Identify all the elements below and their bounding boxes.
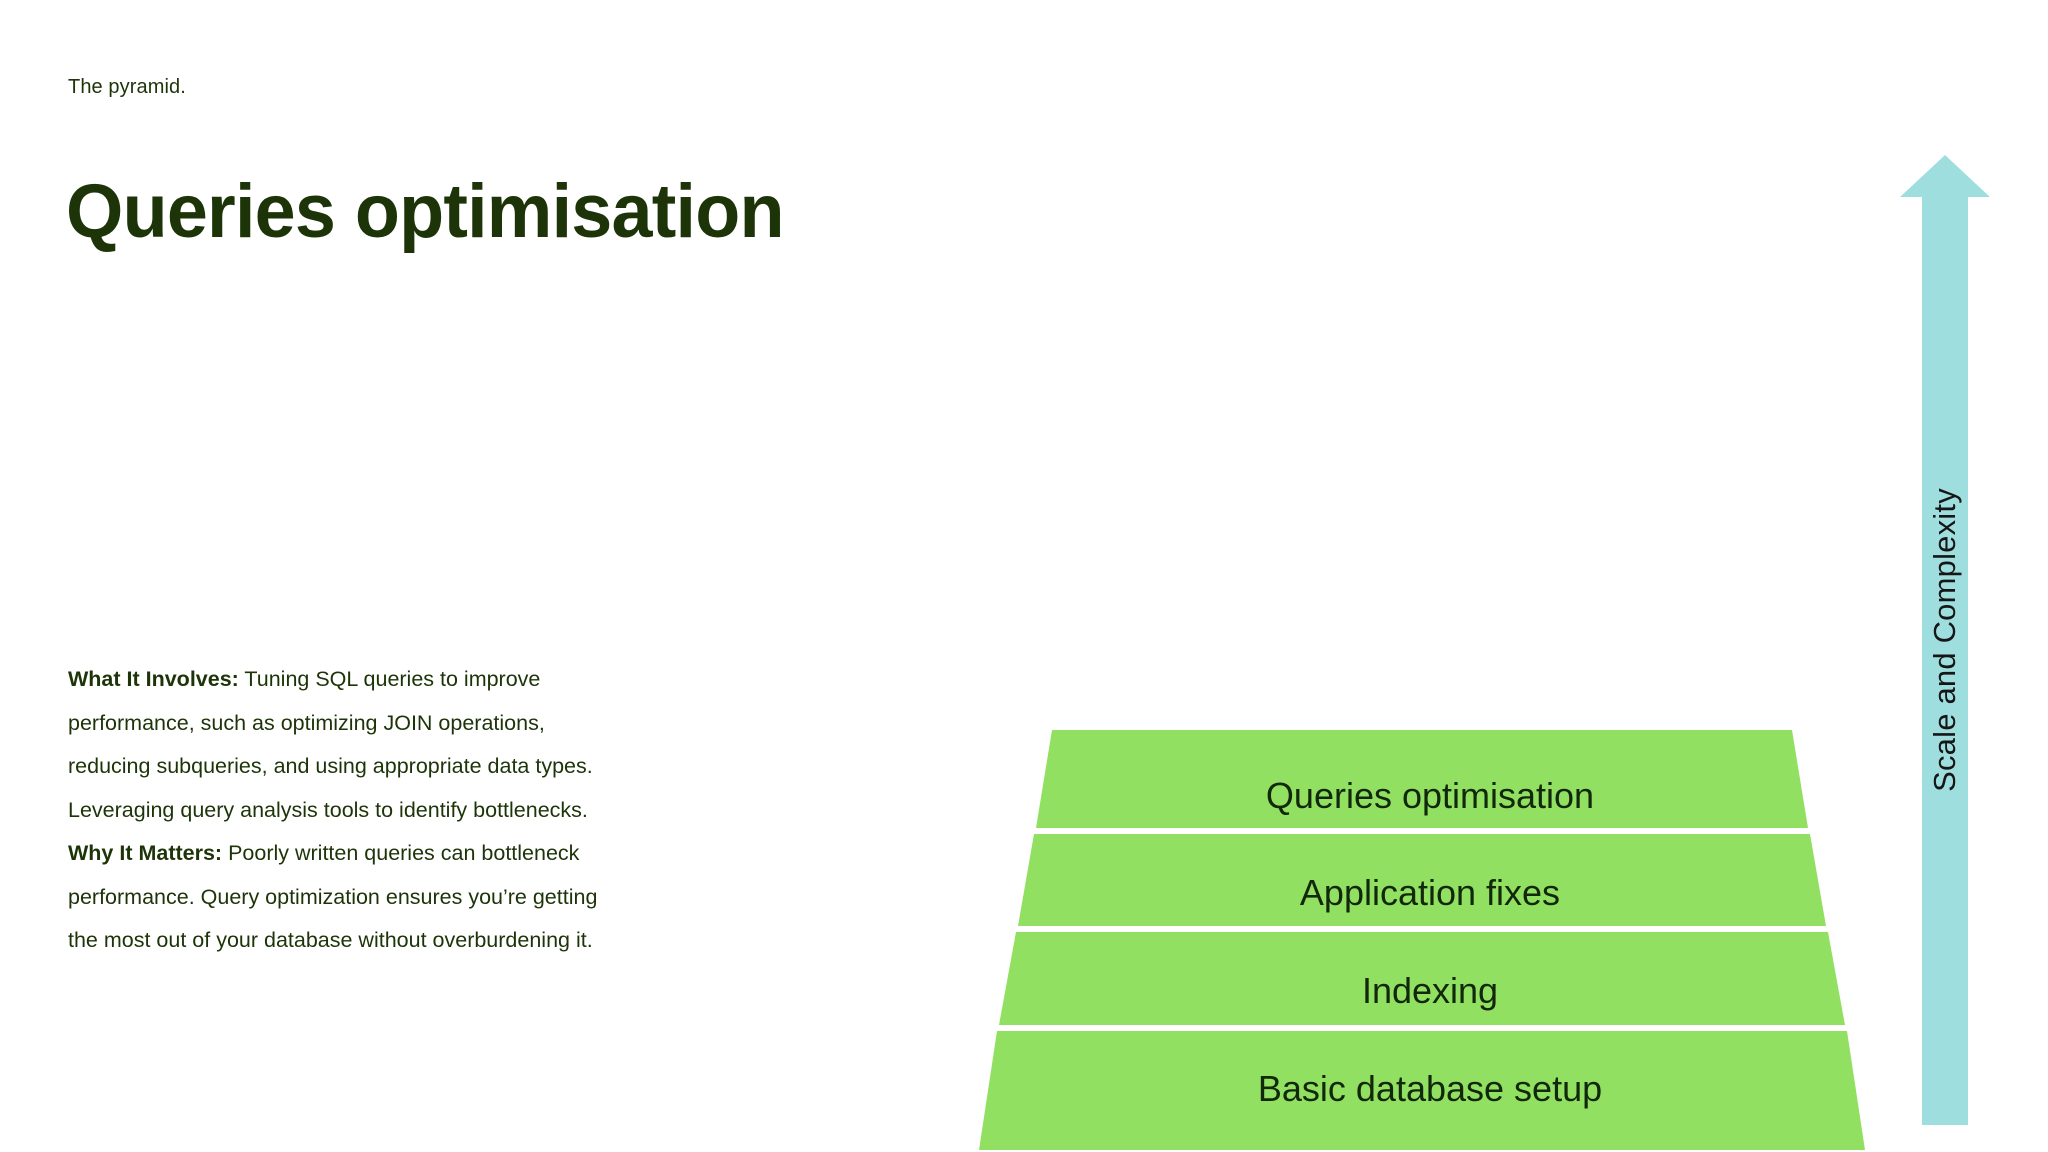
page-title: Queries optimisation	[66, 168, 785, 254]
body-copy: What It Involves: Tuning SQL queries to …	[68, 658, 614, 963]
pyramid-layer-4-shape[interactable]	[979, 1031, 1865, 1150]
pyramid-layer-1-label: Queries optimisation	[1265, 775, 1595, 816]
pyramid-layer-4-label: Basic database setup	[1257, 1068, 1603, 1109]
scale-complexity-arrow: Scale and Complexity	[1890, 145, 2000, 1135]
slide-eyebrow: The pyramid.	[68, 76, 186, 98]
paragraph-lead-what-it-involves: What It Involves:	[68, 667, 239, 691]
pyramid-layer-2-label: Application fixes	[1299, 872, 1561, 913]
pyramid-layer-3-label: Indexing	[1361, 970, 1499, 1011]
pyramid-layer-2-shape[interactable]	[1018, 834, 1826, 926]
pyramid-shapes	[979, 730, 1865, 1150]
up-arrow-icon	[1900, 155, 1990, 1125]
pyramid-layer-3-shape[interactable]	[999, 932, 1845, 1025]
scale-complexity-label: Scale and Complexity	[1927, 488, 1962, 792]
paragraph-text-what-it-involves: Tuning SQL queries to improve performanc…	[68, 667, 593, 822]
paragraph-text-why-it-matters: Poorly written queries can bottleneck pe…	[68, 841, 598, 952]
pyramid-diagram: Queries optimisation Application fixes I…	[940, 720, 1920, 1152]
pyramid-layer-1-shape[interactable]	[1036, 730, 1808, 828]
paragraph-lead-why-it-matters: Why It Matters:	[68, 841, 223, 865]
